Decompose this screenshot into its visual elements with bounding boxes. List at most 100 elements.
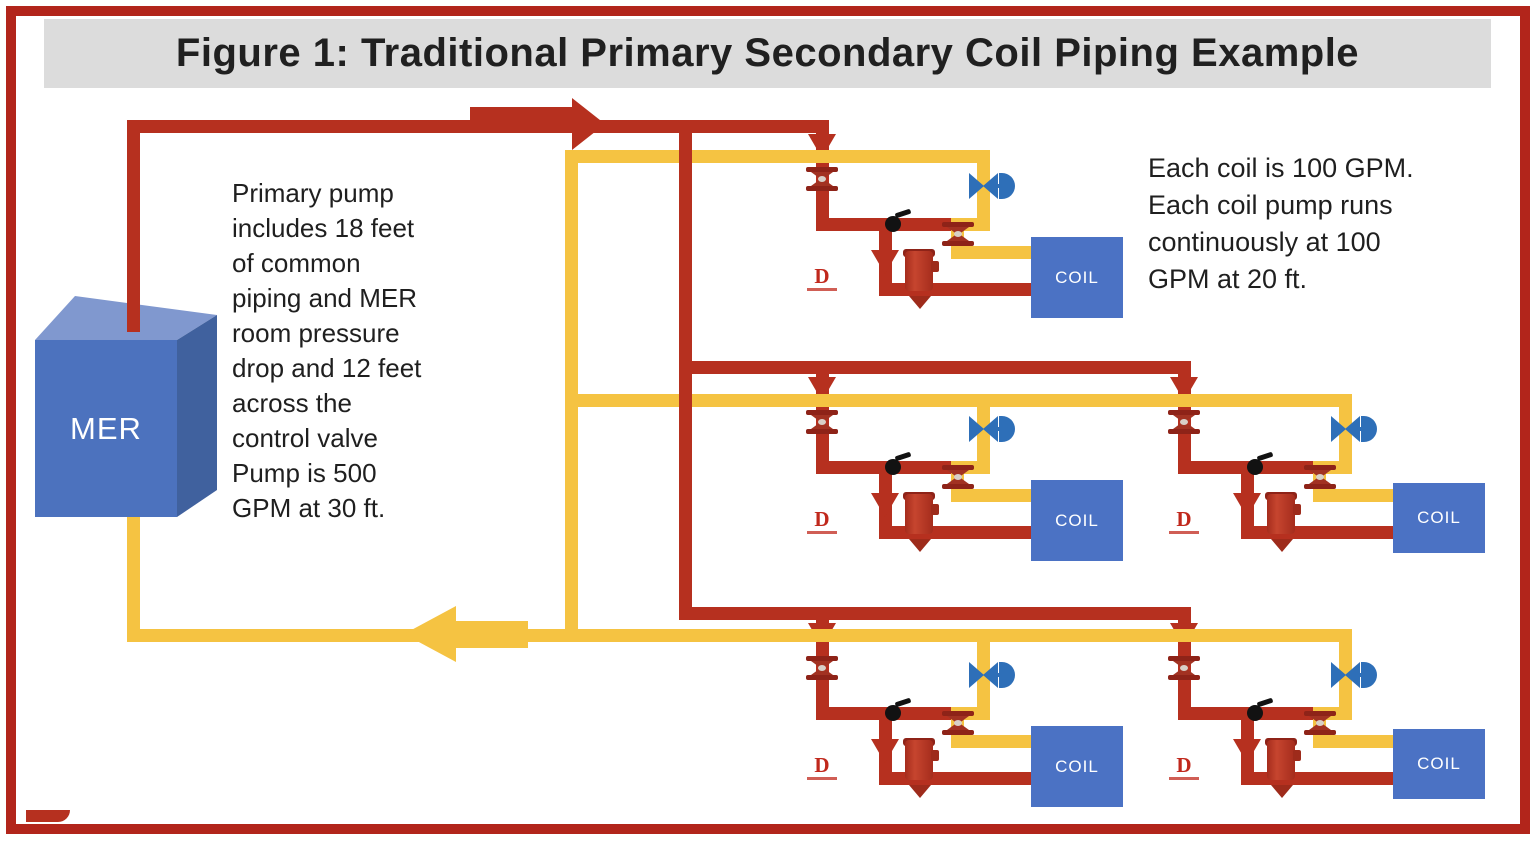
control-valve-icon [1345,662,1360,688]
control-valve-icon [969,173,984,199]
brand-wordmark [1169,777,1199,780]
mer-box: MER [35,340,177,517]
balance-valve-icon [1304,711,1336,735]
pump-port [931,504,939,515]
coil-box: COIL [1393,483,1485,553]
coil-label: COIL [1417,508,1461,527]
supply-main-middle-pipe [679,361,1191,374]
ball-valve-icon [1247,451,1274,475]
brand-letter: D [1176,753,1192,777]
coil-inlet-pipe [951,489,1031,502]
pump-to-coil-pipe [879,772,1031,785]
flow-arrow-down-icon [871,250,899,274]
corner-pipe-artifact [26,810,70,822]
coil-inlet-pipe [1313,489,1393,502]
ball-valve-icon [1247,697,1274,721]
brand-logo: D [1164,755,1204,780]
coil-info-note: Each coil is 100 GPM. Each coil pump run… [1148,153,1414,294]
coil-label: COIL [1055,267,1099,287]
flow-arrow-down-icon [871,493,899,517]
ball-valve-icon [885,208,912,232]
brand-letter: D [1176,507,1192,531]
flow-arrow-down-icon [871,739,899,763]
mer-return-leg-pipe [127,510,140,642]
return-main-bottom-pipe [127,629,1351,642]
balance-valve-icon [942,222,974,246]
pump-icon [905,494,933,534]
control-valve-icon [1331,416,1346,442]
title-bar: Figure 1: Traditional Primary Secondary … [44,19,1491,88]
isolation-valve-icon [1168,410,1200,434]
coil-inlet-pipe [1313,735,1393,748]
isolation-valve-icon [1168,656,1200,680]
control-valve-icon [983,416,998,442]
control-valve-icon [1331,662,1346,688]
flow-arrow-down-icon [1233,739,1261,763]
supply-main-drop-pipe [679,133,692,620]
coil-inlet-pipe [951,735,1031,748]
pump-icon [905,740,933,780]
primary-pump-note: Primary pump includes 18 feet of common … [232,178,422,523]
pump-port [931,750,939,761]
brand-wordmark [807,288,837,291]
figure-title: Figure 1: Traditional Primary Secondary … [175,31,1360,75]
pump-icon [905,251,933,291]
pump-base [1271,539,1293,552]
flow-arrow-down-icon [1233,493,1261,517]
balance-valve-icon [942,711,974,735]
control-valve-icon [969,662,984,688]
coil-box: COIL [1031,480,1123,561]
control-valve-actuator-icon [1361,662,1377,688]
coil-label: COIL [1417,754,1461,773]
coil-box: COIL [1031,726,1123,807]
mer-supply-leg-pipe [127,120,140,332]
coil-label: COIL [1055,756,1099,776]
pump-to-coil-pipe [879,526,1031,539]
mer-box-side-face [177,315,217,517]
control-valve-icon [969,416,984,442]
coil-box: COIL [1031,237,1123,318]
pump-to-coil-pipe [879,283,1031,296]
pump-base [1271,785,1293,798]
supply-flow-arrow-icon [572,98,605,150]
coil-inlet-pipe [951,246,1031,259]
pump-port [931,261,939,272]
coil-box: COIL [1393,729,1485,799]
pump-icon [1267,740,1295,780]
brand-logo: D [1164,509,1204,534]
control-valve-actuator-icon [999,416,1015,442]
isolation-valve-icon [806,410,838,434]
brand-letter: D [814,264,830,288]
pump-port [1293,504,1301,515]
pump-to-coil-pipe [1241,772,1393,785]
balance-valve-icon [1304,465,1336,489]
brand-letter: D [814,507,830,531]
brand-logo: D [802,755,842,780]
return-main-top-pipe [565,150,990,163]
brand-logo: D [802,266,842,291]
return-flow-arrow-icon [404,606,456,662]
control-valve-icon [1345,416,1360,442]
isolation-valve-icon [806,656,838,680]
pump-base [909,296,931,309]
control-valve-icon [983,173,998,199]
supply-flow-arrow-icon [470,107,572,133]
control-valve-actuator-icon [999,173,1015,199]
mer-label: MER [70,410,142,446]
pump-base [909,785,931,798]
brand-wordmark [807,777,837,780]
pump-icon [1267,494,1295,534]
control-valve-actuator-icon [1361,416,1377,442]
ball-valve-icon [885,697,912,721]
supply-main-bottom-pipe [679,607,1191,620]
pump-to-coil-pipe [1241,526,1393,539]
control-valve-actuator-icon [999,662,1015,688]
coil-label: COIL [1055,510,1099,530]
control-valve-icon [983,662,998,688]
ball-valve-icon [885,451,912,475]
brand-wordmark [807,531,837,534]
pump-base [909,539,931,552]
isolation-valve-icon [806,167,838,191]
pump-port [1293,750,1301,761]
